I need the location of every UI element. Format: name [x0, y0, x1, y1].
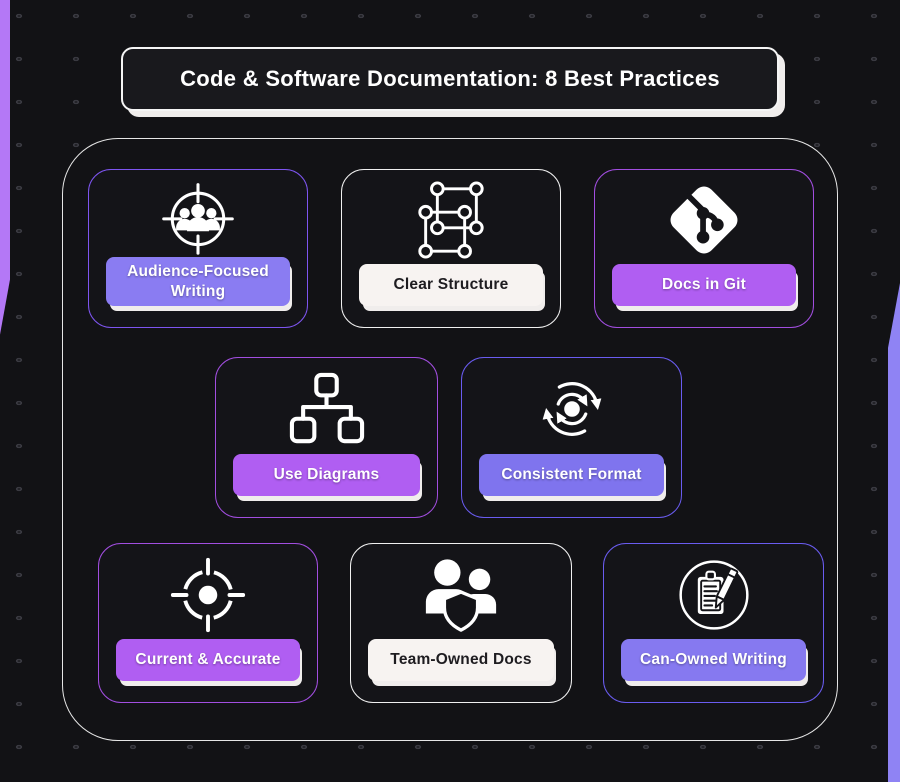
page-title: Code & Software Documentation: 8 Best Pr… [180, 66, 720, 91]
card-docs-in-git: Docs in Git [594, 169, 814, 328]
label-text: Audience-Focused Writing [127, 263, 269, 300]
card-use-diagrams: Use Diagrams [215, 357, 438, 518]
right-accent-strip [888, 283, 900, 782]
label-button: Current & Accurate [116, 639, 300, 681]
card-consistent-format: Consistent Format [461, 357, 682, 518]
card-audience-focused-writing: Audience-Focused Writing [88, 169, 308, 328]
label-button: Use Diagrams [233, 454, 420, 496]
label-button: Consistent Format [479, 454, 664, 496]
git-branch-icon [595, 170, 813, 264]
label-button: Audience-Focused Writing [106, 257, 290, 306]
practices-panel: Audience-Focused Writing [62, 138, 838, 741]
label-text: Can-Owned Writing [640, 651, 787, 669]
label-text: Team-Owned Docs [390, 651, 532, 669]
label-text: Docs in Git [661, 276, 746, 294]
title-banner: Code & Software Documentation: 8 Best Pr… [121, 47, 779, 111]
hierarchy-diagram-icon [216, 358, 437, 454]
card-clear-structure: Clear Structure [341, 169, 561, 328]
label-text: Clear Structure [393, 276, 509, 294]
card-can-owned-writing: Can-Owned Writing [603, 543, 824, 703]
label-button: Docs in Git [612, 264, 796, 306]
label-button: Team-Owned Docs [368, 639, 554, 681]
audience-target-icon [89, 170, 307, 257]
label-button: Clear Structure [359, 264, 543, 306]
label-text: Current & Accurate [135, 651, 281, 669]
label-text: Use Diagrams [273, 466, 380, 484]
clipboard-pencil-icon [604, 544, 823, 639]
node-structure-icon [342, 170, 560, 264]
label-text: Consistent Format [501, 466, 642, 484]
target-crosshair-icon [99, 544, 317, 639]
card-team-owned-docs: Team-Owned Docs [350, 543, 572, 703]
sync-cycle-icon [462, 358, 681, 454]
left-accent-strip [0, 0, 10, 335]
card-current-accurate: Current & Accurate [98, 543, 318, 703]
team-shield-icon [351, 544, 571, 639]
label-button: Can-Owned Writing [621, 639, 806, 681]
